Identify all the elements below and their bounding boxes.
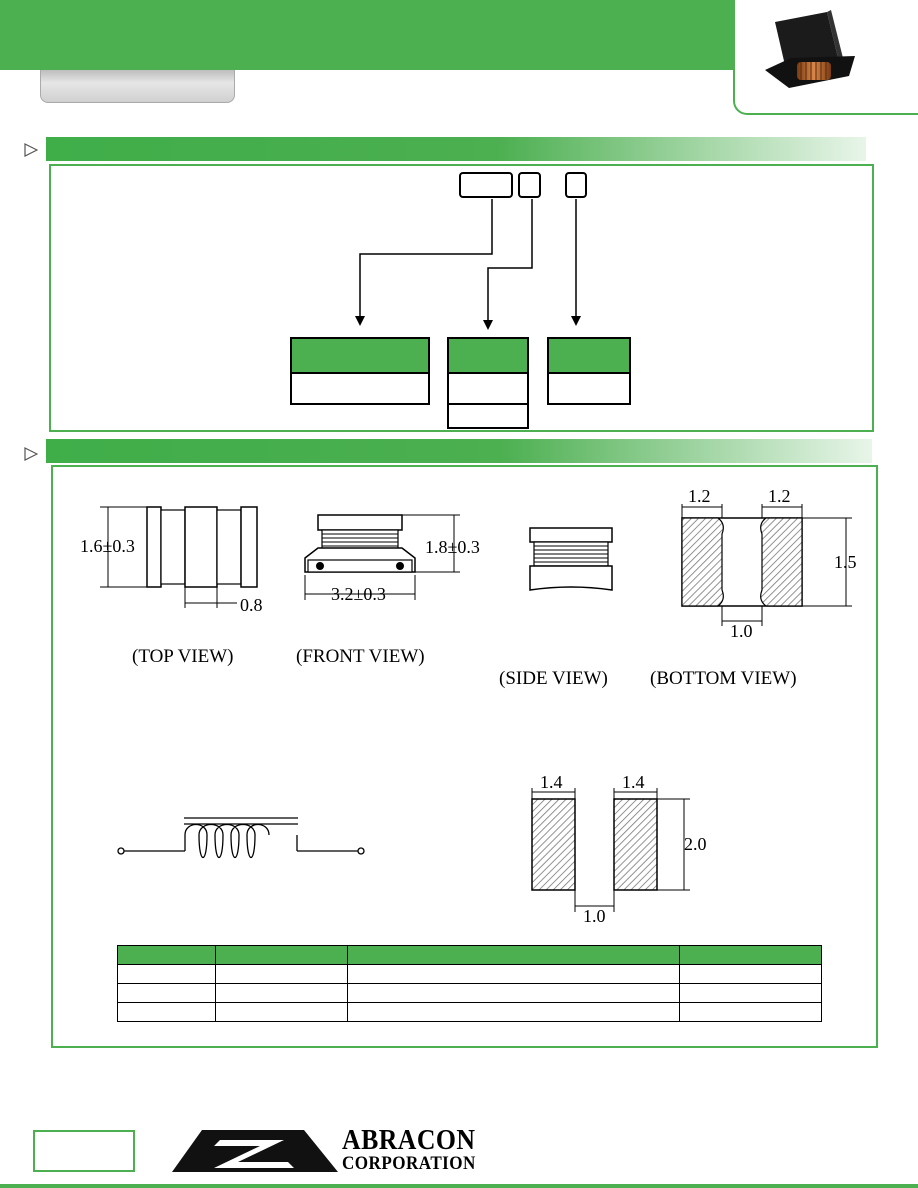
section-bar-dimensions: [46, 439, 872, 463]
logo-name: ABRACON: [342, 1125, 476, 1156]
side-view-drawing: [529, 527, 613, 591]
logo-subtitle: CORPORATION: [342, 1153, 476, 1174]
spec-table-header: [117, 945, 822, 965]
dim-land-gap: 1.0: [583, 906, 606, 926]
bottom-view-drawing: [681, 504, 852, 626]
dim-front-width: 3.2±0.3: [331, 584, 386, 604]
product-photo-frame: [733, 0, 918, 115]
dim-land-height: 2.0: [684, 834, 707, 854]
dim-land-left: 1.4: [540, 772, 563, 792]
table-row: [117, 1002, 822, 1022]
view-label-side: (SIDE VIEW): [499, 668, 608, 689]
view-label-front: (FRONT VIEW): [296, 646, 425, 667]
land-pattern-drawing: [531, 788, 690, 912]
spec-table: [117, 945, 822, 1022]
footer-line: [0, 1184, 918, 1188]
inductor-photo: [765, 10, 855, 88]
dim-bottom-gap: 1.0: [730, 621, 753, 641]
inductor-schematic: [117, 817, 365, 858]
dimension-drawings: [100, 504, 852, 912]
header-tab: [40, 70, 235, 103]
top-view-drawing: [100, 506, 258, 608]
dim-top-height: 1.6±0.3: [80, 536, 135, 556]
part-number-panel: [49, 164, 874, 432]
table-row: [117, 983, 822, 1003]
dimensions-panel: [51, 465, 878, 1048]
abracon-logo-icon: [172, 1130, 338, 1172]
dim-front-height: 1.8±0.3: [425, 537, 480, 557]
section-bar-part-number: [46, 137, 866, 161]
view-label-top: (TOP VIEW): [132, 646, 234, 667]
dim-bottom-pad-right: 1.2: [768, 486, 791, 506]
section-arrow-icon: [24, 447, 38, 461]
view-label-bottom: (BOTTOM VIEW): [650, 668, 797, 689]
dim-bottom-height: 1.5: [834, 552, 857, 572]
page-number-box: [33, 1130, 135, 1172]
dim-bottom-pad-left: 1.2: [688, 486, 711, 506]
dim-land-right: 1.4: [622, 772, 645, 792]
section-arrow-icon: [24, 143, 38, 157]
header-bar: [0, 0, 733, 70]
dim-top-pad: 0.8: [240, 595, 263, 615]
part-number-diagram: [290, 172, 631, 429]
front-view-drawing: [304, 514, 460, 600]
table-row: [117, 964, 822, 984]
